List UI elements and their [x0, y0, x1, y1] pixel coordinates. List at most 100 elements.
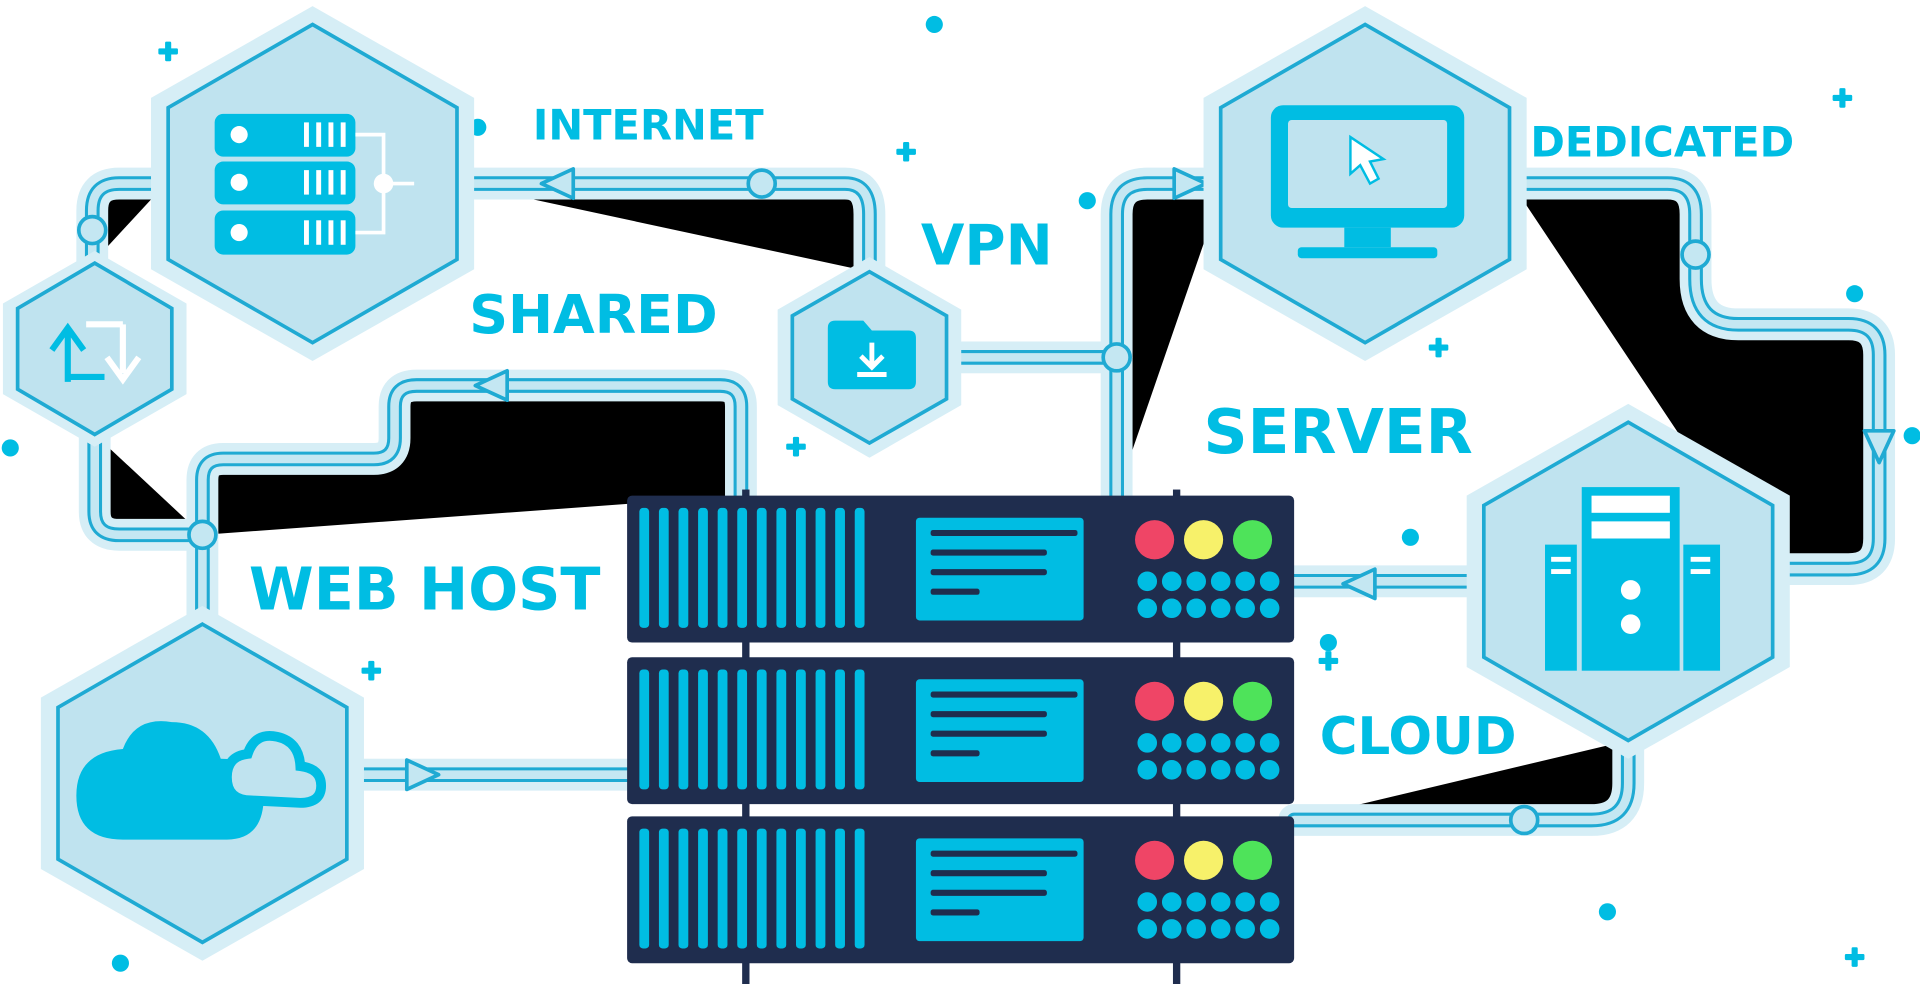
- port-dot: [1161, 919, 1182, 939]
- vent-bar: [815, 669, 826, 790]
- port-dot: [1259, 919, 1280, 939]
- rack-unit-2: [627, 657, 1295, 805]
- display-line: [930, 889, 1047, 896]
- port-dot: [1161, 760, 1182, 780]
- vent-bar: [796, 828, 806, 949]
- port-dot: [1137, 892, 1158, 912]
- port-dot: [1161, 892, 1182, 912]
- port-dot: [1210, 571, 1231, 592]
- status-led: [1135, 520, 1175, 560]
- status-led: [1183, 520, 1224, 560]
- port-dot: [1235, 760, 1255, 780]
- port-dot: [1235, 571, 1255, 592]
- rack-unit-3: [627, 816, 1295, 964]
- display-line: [930, 909, 980, 916]
- display-line: [930, 750, 980, 757]
- port-dot: [1259, 571, 1280, 592]
- port-dot: [1259, 598, 1280, 619]
- status-led: [1183, 840, 1224, 880]
- port-dot: [1186, 760, 1206, 780]
- vent-bar: [756, 669, 767, 790]
- vent-bar: [854, 828, 865, 949]
- status-led: [1232, 681, 1273, 721]
- status-led: [1135, 681, 1175, 721]
- vent-bar: [717, 669, 728, 790]
- port-dot: [1235, 919, 1255, 939]
- port-dot: [1137, 571, 1158, 592]
- hex-server-tower: [1466, 403, 1790, 759]
- vent-bar: [737, 828, 748, 949]
- hex-shared-server: [151, 6, 475, 362]
- folder-download-icon: [827, 320, 916, 390]
- direction-arrows: [404, 167, 1896, 792]
- port-dot: [1161, 571, 1182, 592]
- tower-server-icon: [1545, 487, 1721, 671]
- vent-bar: [658, 828, 669, 949]
- vent-bar: [815, 828, 826, 949]
- hex-vpn: [777, 257, 962, 458]
- display-line: [930, 730, 1047, 737]
- server-rack: [627, 495, 1295, 964]
- sync-arrows-icon: [49, 321, 142, 385]
- vent-bar: [776, 669, 787, 790]
- vent-bar: [658, 669, 669, 790]
- port-dot: [1210, 760, 1231, 780]
- port-dot: [1186, 733, 1206, 753]
- vent-bar: [717, 507, 728, 628]
- port-dot: [1235, 892, 1255, 912]
- vent-bar: [678, 828, 689, 949]
- vent-bar: [854, 507, 865, 628]
- vent-bar: [678, 507, 689, 628]
- vent-bar: [658, 507, 669, 628]
- port-dot: [1259, 892, 1280, 912]
- port-dot: [1259, 733, 1280, 753]
- port-dot: [1137, 598, 1158, 619]
- vent-bar: [815, 507, 826, 628]
- display-line: [930, 711, 1047, 718]
- hex-dedicated: [1203, 6, 1527, 362]
- vent-bar: [717, 828, 728, 949]
- port-dot: [1137, 919, 1158, 939]
- vent-bar: [756, 507, 767, 628]
- port-dot: [1161, 598, 1182, 619]
- cloud-icon: [76, 721, 327, 840]
- vent-bar: [639, 828, 650, 949]
- port-dot: [1235, 598, 1255, 619]
- vent-bar: [835, 507, 845, 628]
- display-line: [930, 850, 1078, 857]
- vent-bar: [796, 507, 806, 628]
- port-dot: [1259, 760, 1280, 780]
- vent-bar: [698, 507, 708, 628]
- display-line: [930, 529, 1078, 537]
- port-dot: [1186, 892, 1206, 912]
- port-dot: [1210, 892, 1231, 912]
- vent-bar: [776, 828, 787, 949]
- display-line: [930, 549, 1047, 556]
- status-led: [1183, 681, 1224, 721]
- port-dot: [1210, 598, 1231, 619]
- vent-bar: [854, 669, 865, 790]
- port-dot: [1210, 919, 1231, 939]
- vent-bar: [737, 507, 748, 628]
- display-line: [930, 588, 980, 595]
- port-dot: [1186, 571, 1206, 592]
- label-server: SERVER: [1204, 397, 1473, 468]
- label-dedicated: DEDICATED: [1530, 118, 1794, 167]
- label-web-host: WEB HOST: [249, 554, 601, 623]
- monitor-cursor-icon: [1270, 105, 1465, 259]
- display-line: [930, 691, 1078, 698]
- hex-cloud: [40, 605, 364, 961]
- vent-bar: [835, 828, 845, 949]
- vent-bar: [678, 669, 689, 790]
- junction-nodes: [76, 168, 1711, 836]
- vent-bar: [737, 669, 748, 790]
- vent-bar: [756, 828, 767, 949]
- rack-unit-1: [627, 495, 1295, 643]
- vent-bar: [835, 669, 845, 790]
- status-led: [1232, 520, 1273, 560]
- status-led: [1135, 840, 1175, 880]
- vent-bar: [776, 507, 787, 628]
- port-dot: [1137, 733, 1158, 753]
- hex-sync: [2, 250, 187, 447]
